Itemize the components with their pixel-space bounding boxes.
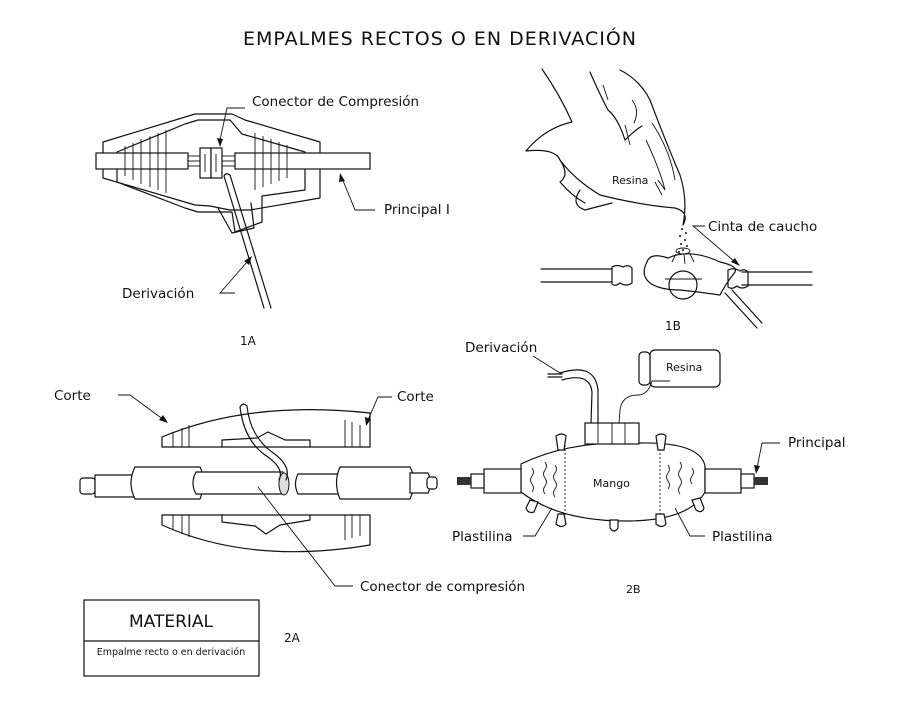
leader-plastilina-left <box>523 507 553 537</box>
main-cable-left-1b <box>540 268 613 283</box>
leader-principal <box>341 177 375 211</box>
resin-pour-line <box>618 380 670 424</box>
hand-outline <box>525 68 686 226</box>
putty-texture <box>530 461 694 498</box>
right-end-cap <box>704 468 742 494</box>
tape-right <box>727 268 749 289</box>
conductor-strands <box>188 155 235 167</box>
label-1a-connector: Conector de Compresión <box>252 94 419 110</box>
label-2a-corte-right: Corte <box>397 389 434 405</box>
right-sleeve-2a <box>335 466 415 500</box>
left-ribs <box>124 130 167 193</box>
main-cable-right-1b <box>741 271 813 286</box>
label-2b-mango: Mango <box>593 477 630 490</box>
leader-tape <box>691 225 736 263</box>
diagram-title: EMPALMES RECTOS O EN DERIVACIÓN <box>243 26 637 50</box>
leader-connector-2a <box>257 486 353 587</box>
material-header: MATERIAL <box>129 612 214 632</box>
branch-cable-1b <box>724 289 763 329</box>
caption-1a: 1A <box>240 334 257 348</box>
leader-plastilina-right <box>674 507 705 537</box>
figure-2b: Resina Mango Derivación Principal Plasti… <box>452 340 846 596</box>
label-1b-tape: Cinta de caucho <box>708 219 817 235</box>
leader-connector <box>219 107 245 141</box>
figure-2a: Corte Corte Conector de compresión 2A <box>54 388 525 645</box>
material-box: MATERIAL Empalme recto o en derivación <box>83 599 260 677</box>
material-description: Empalme recto o en derivación <box>97 647 245 658</box>
left-conductor-2a <box>79 477 96 495</box>
label-2a-connector: Conector de compresión <box>360 579 525 595</box>
left-cable <box>95 152 189 170</box>
resin-blob <box>643 253 737 296</box>
label-2a-corte-left: Corte <box>54 388 91 404</box>
label-2b-plastilina-right: Plastilina <box>712 529 773 545</box>
leader-2b-derivacion <box>532 355 561 374</box>
label-2b-resin: Resina <box>666 361 702 374</box>
label-2b-principal: Principal <box>788 435 846 451</box>
compression-connector-left <box>199 147 212 179</box>
label-1a-principal: Principal I <box>384 202 450 218</box>
branch-cable <box>223 173 272 309</box>
caption-1b: 1B <box>665 319 681 333</box>
figure-1a: Conector de Compresión Principal I Deriv… <box>95 94 450 348</box>
resin-drops <box>678 228 688 253</box>
right-ribs <box>254 133 288 190</box>
label-2b-derivacion: Derivación <box>465 340 537 356</box>
caption-2b: 2B <box>626 583 641 596</box>
caption-2a: 2A <box>284 631 301 645</box>
leader-corte-left <box>118 394 165 421</box>
leader-derivacion <box>219 261 248 294</box>
branch-pipe-2b <box>547 369 599 424</box>
figure-1b: Resina Cinta de caucho 1B <box>525 68 817 333</box>
putty-tabs <box>525 433 705 532</box>
splice-housing-inner <box>116 119 306 233</box>
leader-corte-right <box>367 396 392 421</box>
connector-tube-2a <box>192 471 284 495</box>
branch-wire-2a <box>239 403 288 481</box>
branch-spout <box>217 202 255 234</box>
leader-2b-principal <box>756 442 780 469</box>
top-shell <box>161 409 371 448</box>
left-end-cap <box>483 468 522 494</box>
tape-left <box>611 264 633 286</box>
label-1a-derivacion: Derivación <box>122 286 194 302</box>
label-2b-plastilina-left: Plastilina <box>452 529 513 545</box>
label-1b-resin: Resina <box>612 174 648 187</box>
compression-connector-right <box>210 147 223 179</box>
bottom-shell <box>161 514 371 553</box>
